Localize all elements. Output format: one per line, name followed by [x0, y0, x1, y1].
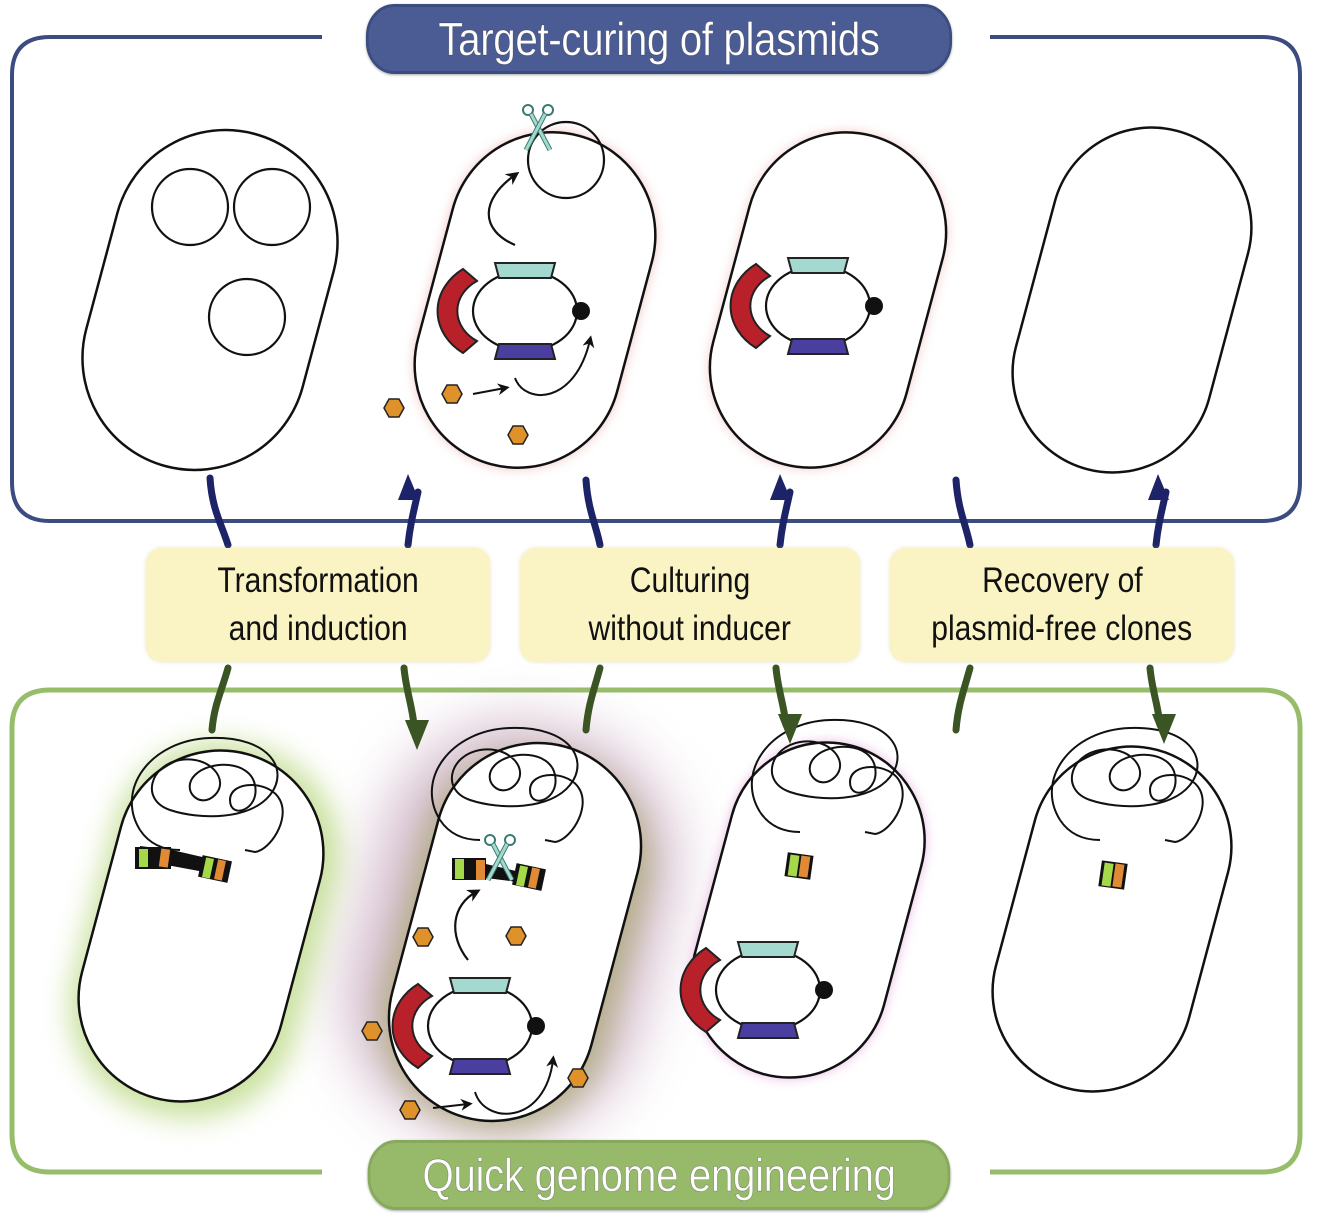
- connector-arrows-bottom: [208, 664, 1164, 734]
- connector-top-1-out: [206, 474, 232, 549]
- connector-bottom-3-in: [952, 664, 974, 734]
- connector-arrows-top: [206, 474, 1170, 549]
- top-panel-title-text: Target-curing of plasmids: [438, 13, 880, 66]
- step-box-recovery: Recovery of plasmid-free clones: [890, 548, 1234, 662]
- bottom-panel-title-text: Quick genome engineering: [422, 1149, 896, 1202]
- integration-cassette: [452, 858, 546, 891]
- top-cell-3: [708, 131, 948, 469]
- bottom-cell-4: [991, 726, 1233, 1093]
- top-cell-2: [383, 105, 657, 469]
- inducer-icon: [412, 927, 434, 947]
- top-panel-title: Target-curing of plasmids: [365, 4, 953, 74]
- arrowheads-bottom: [405, 714, 1176, 750]
- arrowhead-down-icon: [405, 720, 429, 750]
- top-cell-4: [1011, 126, 1253, 474]
- inducer-icon: [383, 398, 405, 418]
- connector-top-2-out: [582, 476, 604, 549]
- bottom-cell-1: [77, 736, 325, 1103]
- arrowhead-up-icon: [1148, 474, 1169, 500]
- target-plasmid: [526, 120, 606, 200]
- scar-cassette: [784, 852, 814, 880]
- inducer-icon: [361, 1021, 383, 1041]
- step-box-culturing: Culturing without inducer: [520, 548, 860, 662]
- connector-bottom-2-out: [400, 664, 418, 729]
- inducer-icon: [399, 1100, 421, 1120]
- integration-cassette: [135, 846, 232, 883]
- connector-bottom-2-in: [582, 664, 604, 734]
- plasmid-2: [232, 167, 312, 247]
- top-cell-1: [81, 128, 339, 472]
- arrowhead-up-icon: [398, 474, 419, 500]
- bottom-cell-3: [679, 718, 926, 1079]
- arrowheads-top: [398, 474, 1169, 500]
- bottom-cell-2: [361, 726, 643, 1123]
- scar-cassette: [1098, 860, 1128, 890]
- arrowhead-up-icon: [770, 474, 791, 500]
- step-box-transformation: Transformation and induction: [146, 548, 490, 662]
- connector-top-3-out: [952, 476, 974, 549]
- step-label-line1: Recovery of: [981, 561, 1143, 600]
- inducer-icon: [505, 926, 527, 946]
- bottom-panel-title: Quick genome engineering: [367, 1140, 951, 1210]
- inducer-icon: [507, 425, 529, 445]
- plasmid-3: [207, 277, 287, 357]
- step-label-line2: without inducer: [588, 609, 792, 648]
- top-panel-frame: [10, 35, 1302, 523]
- inducer-icon: [441, 384, 463, 404]
- plasmid-1: [150, 167, 230, 247]
- arrowhead-down-icon: [778, 714, 802, 744]
- arrowhead-down-icon: [1152, 714, 1176, 744]
- inducer-icon: [567, 1068, 589, 1088]
- step-label-line2: and induction: [228, 609, 408, 648]
- step-label-line1: Transformation: [217, 561, 419, 600]
- connector-bottom-1-in: [208, 664, 232, 734]
- step-label-line1: Culturing: [629, 561, 751, 600]
- step-label-line2: plasmid-free clones: [931, 609, 1193, 648]
- bottom-panel-frame: [9, 687, 1303, 1175]
